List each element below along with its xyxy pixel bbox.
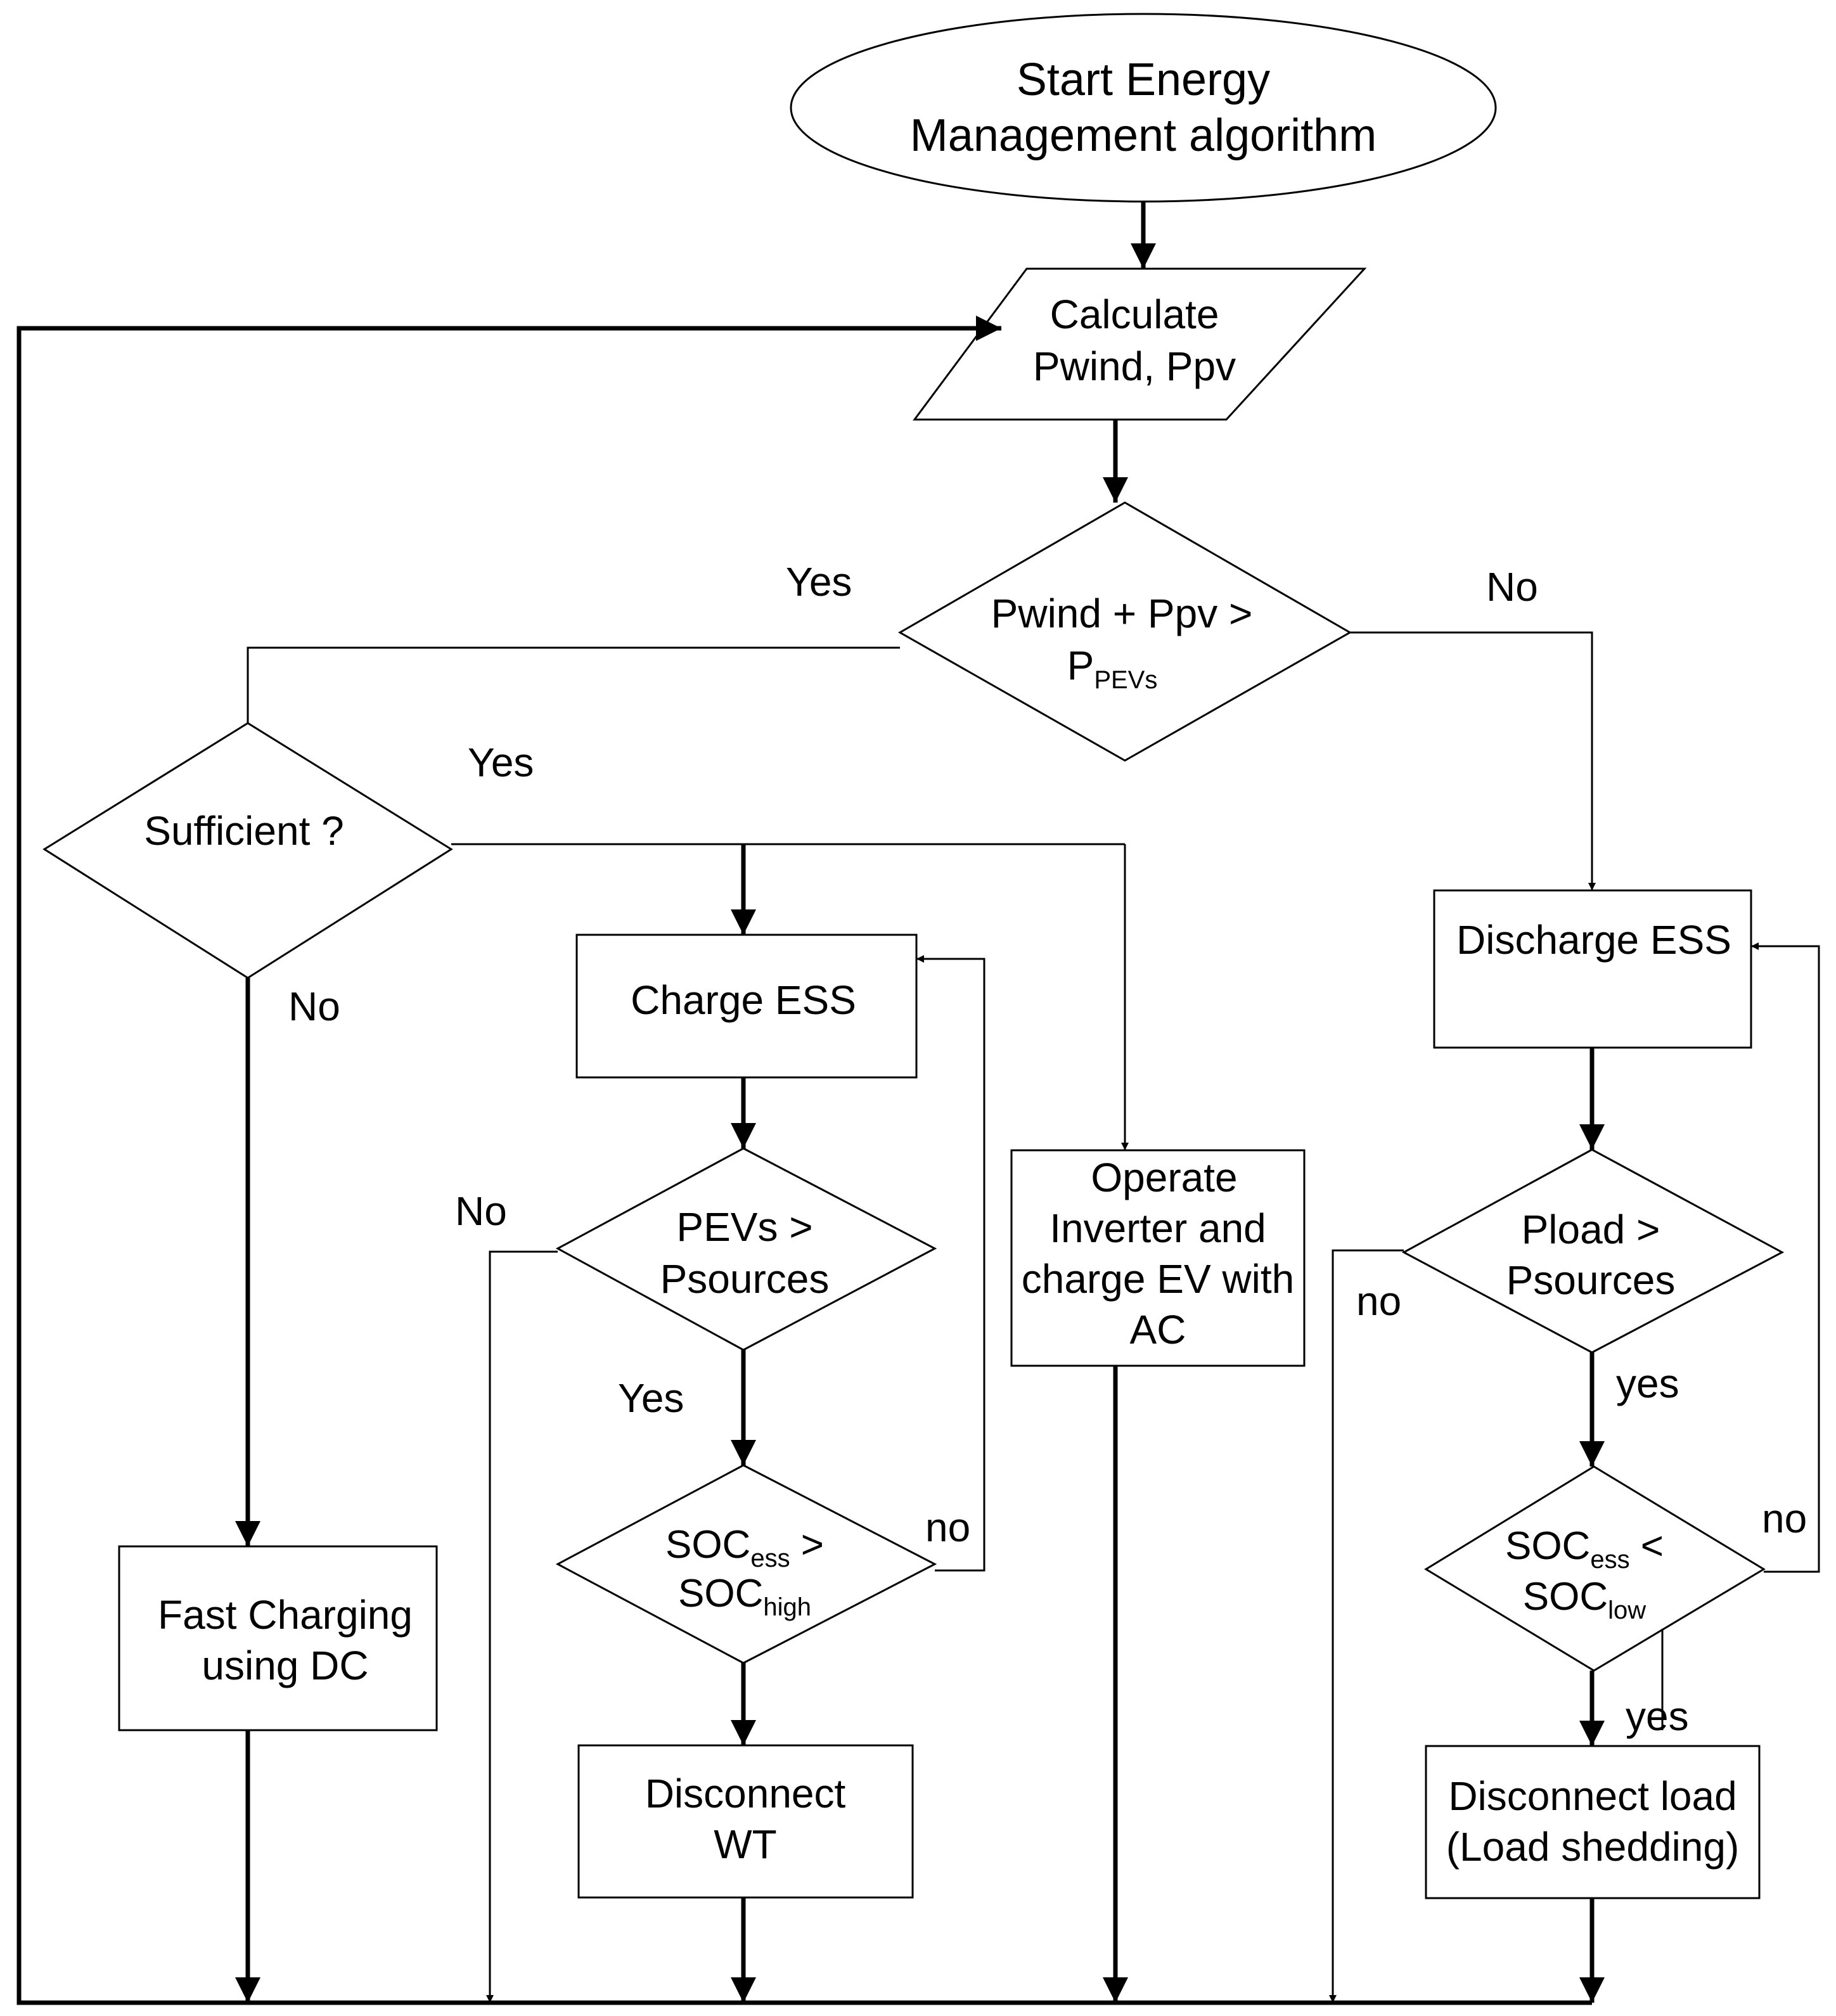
- charge-ess-box: [575, 934, 918, 1079]
- soc-symbol: SOC: [1523, 1575, 1608, 1619]
- ess-subscript: ess: [1590, 1546, 1629, 1574]
- fast-charging-label-line2: using DC: [202, 1643, 368, 1688]
- label-pevs-yes: Yes: [618, 1375, 684, 1421]
- pevs-subscript: PEVs: [1094, 666, 1157, 694]
- operate-label-line4: AC: [1130, 1307, 1186, 1352]
- p-symbol: P: [1067, 643, 1095, 688]
- soc-high-label-line2: SOChigh: [678, 1572, 811, 1621]
- discharge-ess-box: [1433, 889, 1752, 1049]
- soc-low-label-line1: SOCess <: [1505, 1524, 1664, 1574]
- greater-than-operator: >: [790, 1523, 824, 1567]
- soc-symbol: SOC: [1505, 1524, 1590, 1568]
- pload-label-line1: Pload >: [1522, 1207, 1660, 1252]
- soc-symbol: SOC: [665, 1523, 750, 1567]
- disconnect-load-label-line2: (Load shedding): [1446, 1824, 1740, 1870]
- disconnect-wt-label-line1: Disconnect: [645, 1771, 846, 1816]
- calculate-label-line1: Calculate: [1050, 292, 1219, 337]
- start-label-line2: Management algorithm: [910, 110, 1377, 161]
- charge-ess-label: Charge ESS: [631, 977, 856, 1023]
- discharge-ess-label: Discharge ESS: [1456, 917, 1731, 963]
- high-subscript: high: [763, 1593, 811, 1621]
- label-pevs-no: No: [455, 1188, 507, 1234]
- label-sufficient-yes: Yes: [468, 740, 534, 785]
- fast-charging-box: [118, 1545, 438, 1731]
- disconnect-wt-label-line2: WT: [714, 1821, 777, 1867]
- operate-label-line2: Inverter and: [1050, 1205, 1266, 1251]
- soc-symbol: SOC: [678, 1572, 763, 1615]
- edge-loop-back-to-calculate: [16, 316, 1592, 2005]
- disconnect-load-box: [1425, 1745, 1761, 1899]
- edge-soc-low-no: [1751, 942, 1820, 1573]
- decision-power-sufficient: [897, 501, 1352, 762]
- label-pload-no: no: [1356, 1278, 1401, 1324]
- label-soc-high-no: no: [925, 1505, 970, 1550]
- operate-label-line1: Operate: [1091, 1155, 1237, 1200]
- decision-power-label-line1: Pwind + Ppv >: [991, 591, 1253, 636]
- label-decision-yes: Yes: [786, 559, 852, 605]
- pevs-label-line2: Psources: [660, 1256, 830, 1302]
- disconnect-wt-box: [577, 1744, 914, 1899]
- edge-soc-high-no: [916, 955, 985, 1572]
- calculate-parallelogram: [913, 267, 1367, 421]
- decision-power-label-line2: PPEVs: [1067, 643, 1158, 694]
- label-sufficient-no: No: [288, 984, 340, 1029]
- fast-charging-label-line1: Fast Charging: [158, 1592, 413, 1638]
- low-subscript: low: [1608, 1596, 1646, 1624]
- operate-inverter-box: [1010, 1149, 1306, 1367]
- sufficient-label: Sufficient ?: [144, 808, 343, 854]
- less-than-operator: <: [1630, 1524, 1664, 1568]
- edge-decision-no: [1350, 631, 1596, 890]
- soc-low-label-line2: SOClow: [1523, 1575, 1646, 1624]
- edge-pload-no: [1329, 1249, 1404, 2003]
- edge-pevs-no: [486, 1250, 558, 2003]
- soc-high-label-line1: SOCess >: [665, 1523, 824, 1572]
- disconnect-load-label-line1: Disconnect load: [1448, 1773, 1736, 1819]
- ess-subscript: ess: [750, 1544, 790, 1572]
- label-soc-low-no: no: [1762, 1496, 1807, 1541]
- label-decision-no: No: [1486, 564, 1538, 610]
- label-pload-yes: yes: [1616, 1361, 1679, 1406]
- pevs-label-line1: PEVs >: [676, 1204, 812, 1250]
- label-soc-low-yes: yes: [1626, 1693, 1689, 1739]
- pload-label-line2: Psources: [1506, 1257, 1676, 1303]
- start-label-line1: Start Energy: [1017, 55, 1270, 105]
- operate-label-line3: charge EV with: [1022, 1256, 1294, 1302]
- start-ellipse: [790, 13, 1497, 203]
- calculate-label-line2: Pwind, Ppv: [1033, 343, 1236, 389]
- edge-decision-yes: [247, 646, 900, 723]
